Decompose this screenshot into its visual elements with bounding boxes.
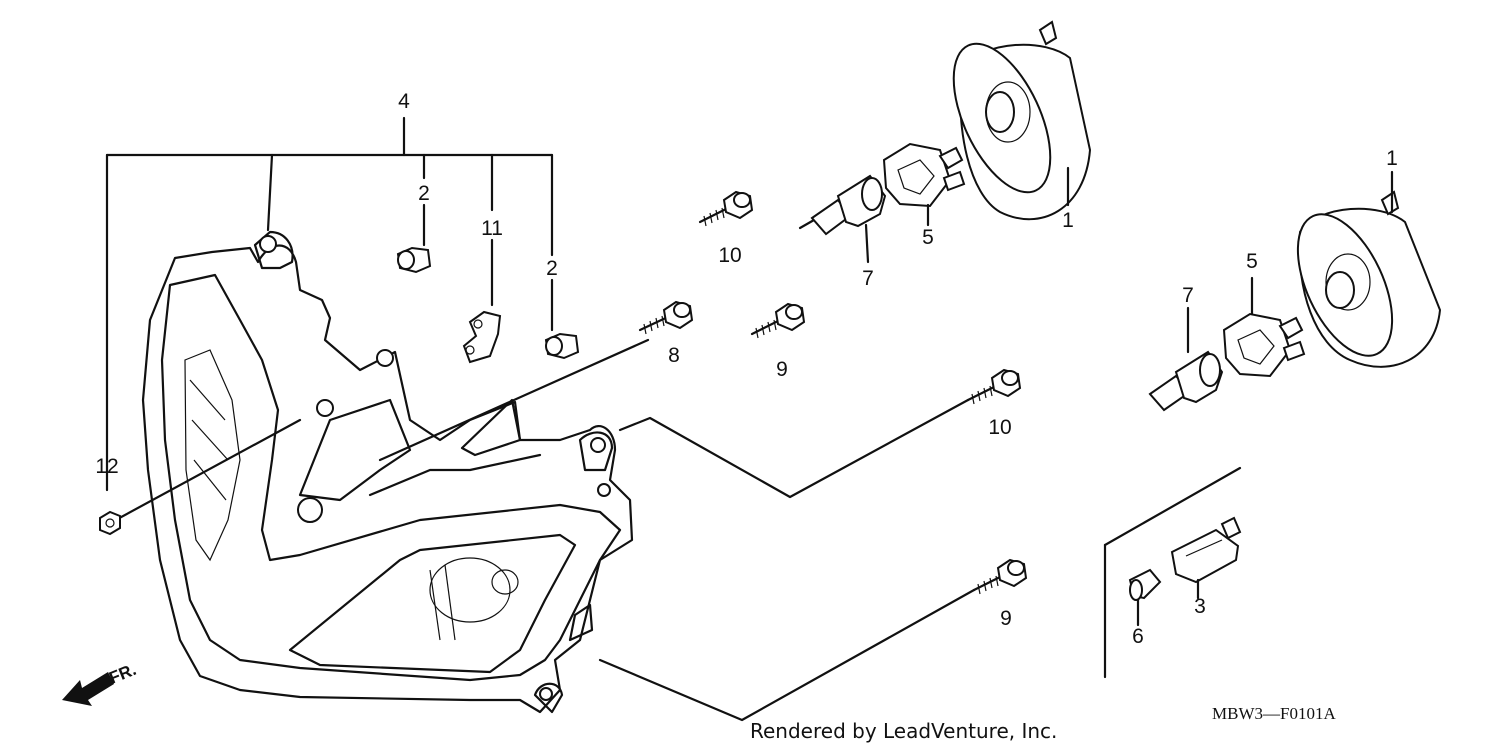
spacer-lower[interactable] <box>544 278 580 360</box>
spacer-upper[interactable] <box>396 203 432 274</box>
callout-7-lower[interactable]: 7 <box>1182 284 1194 307</box>
bulb-6[interactable] <box>1128 568 1162 627</box>
callout-4[interactable]: 4 <box>398 90 410 113</box>
nut-12[interactable] <box>99 418 302 536</box>
bulb-7-lower[interactable] <box>1148 306 1224 412</box>
callout-5-upper[interactable]: 5 <box>922 226 934 249</box>
callout-10-lower[interactable]: 10 <box>988 416 1011 439</box>
screw-10-upper[interactable] <box>698 190 754 227</box>
screw-9-upper[interactable] <box>750 302 806 339</box>
screw-10-lower[interactable] <box>618 368 1022 499</box>
callout-9-upper[interactable]: 9 <box>776 358 788 381</box>
callout-8[interactable]: 8 <box>668 344 680 367</box>
headlight-assembly[interactable] <box>141 230 634 714</box>
callout-1-upper[interactable]: 1 <box>1062 209 1074 232</box>
cover-1-lower[interactable] <box>1278 170 1442 370</box>
screw-9-lower[interactable] <box>598 558 1028 722</box>
socket-5-lower[interactable] <box>1222 276 1306 378</box>
front-direction-arrow: FR. <box>62 660 139 706</box>
socket-5-upper[interactable] <box>882 142 966 227</box>
callout-12[interactable]: 12 <box>95 455 118 478</box>
callout-5-lower[interactable]: 5 <box>1246 250 1258 273</box>
front-direction-label: FR. <box>106 660 139 688</box>
screw-8[interactable] <box>378 300 694 462</box>
credit-text: Rendered by LeadVenture, Inc. <box>750 719 1057 743</box>
callout-3[interactable]: 3 <box>1194 595 1206 618</box>
position-light-inset <box>1103 466 1242 679</box>
socket-3[interactable] <box>1170 516 1242 600</box>
callout-11[interactable]: 11 <box>481 217 503 240</box>
callout-1-right[interactable]: 1 <box>1386 147 1398 170</box>
callout-10-upper[interactable]: 10 <box>718 244 741 267</box>
callout-6[interactable]: 6 <box>1132 625 1144 648</box>
wire-clip[interactable] <box>462 238 502 364</box>
cover-1-upper[interactable] <box>934 20 1092 221</box>
callout-2-upper[interactable]: 2 <box>418 182 430 205</box>
group-bracket-4 <box>105 116 554 492</box>
callout-2-lower[interactable]: 2 <box>546 257 558 280</box>
callout-9-lower[interactable]: 9 <box>1000 607 1012 630</box>
bulb-7-upper[interactable] <box>798 174 887 264</box>
callout-7-upper[interactable]: 7 <box>862 267 874 290</box>
diagram-code: MBW3—F0101A <box>1212 704 1336 723</box>
